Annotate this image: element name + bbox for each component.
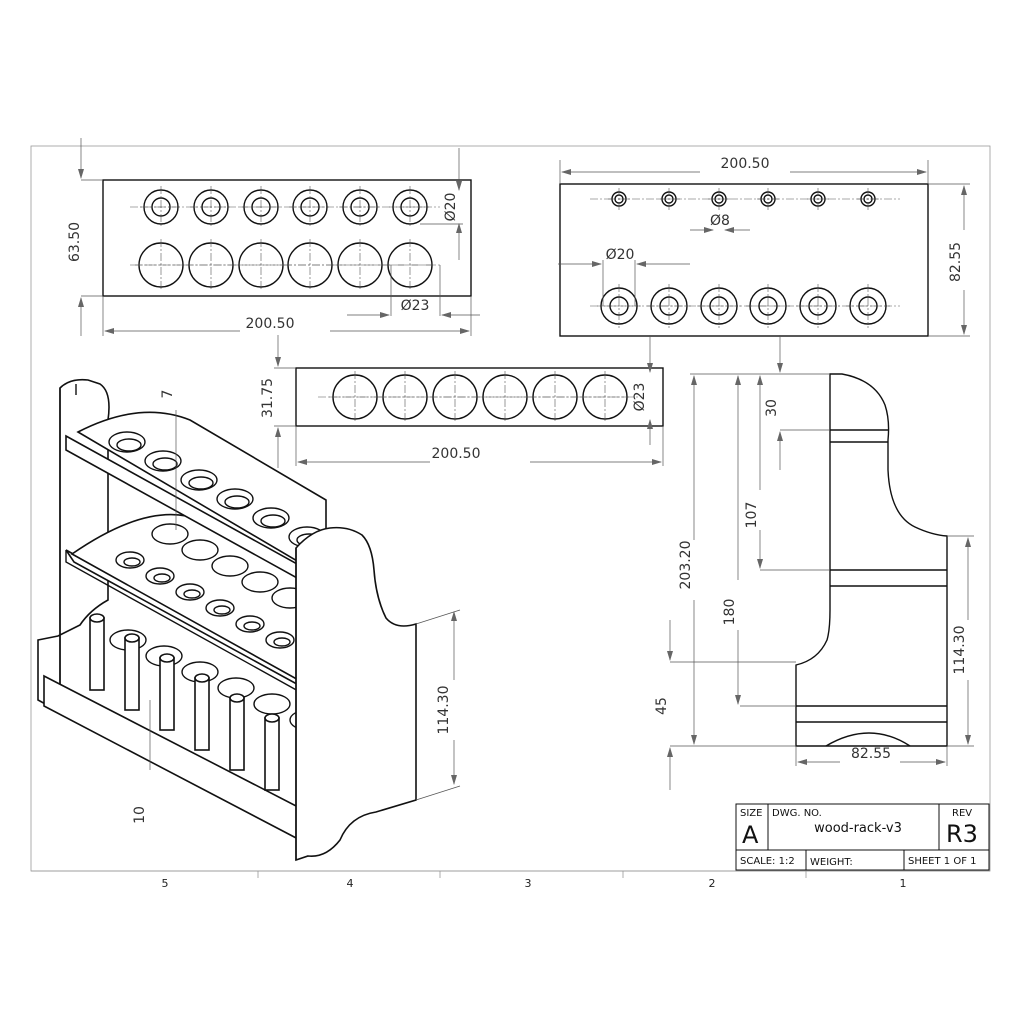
zone-ticks: [257, 871, 807, 878]
dim-45: 45: [654, 697, 670, 715]
dwg-label: DWG. NO.: [772, 808, 822, 819]
iso-mid-hole: [241, 571, 279, 593]
size-value: A: [742, 821, 759, 849]
iso-mid-hole-small: [205, 599, 235, 617]
iso-peg: [194, 677, 210, 751]
base-view: 200.50 82.55 Ø8 Ø20: [558, 156, 970, 337]
dim-base-hole: Ø20: [606, 247, 635, 263]
iso-top-hole: [216, 488, 254, 510]
iso-mid-hole: [181, 539, 219, 561]
iso-mid-hole-small: [115, 551, 145, 569]
iso-top-hole: [252, 507, 290, 529]
iso-top-hole-inner: [260, 514, 286, 528]
iso-top-hole-inner: [224, 495, 250, 509]
dim-top-width: 63.50: [67, 222, 83, 262]
iso-top-hole: [144, 450, 182, 472]
dim-end-height: 114.30: [952, 626, 968, 675]
iso-peg-top: [264, 713, 280, 723]
middle-shelf-view: 31.75 200.50 Ø23: [260, 335, 664, 468]
dim-middle-length: 200.50: [432, 446, 481, 462]
dim-peg-hole: Ø8: [710, 213, 730, 229]
iso-peg-top: [159, 653, 175, 663]
iso-peg: [124, 637, 140, 711]
iso-mid-hole-inner: [213, 605, 231, 615]
iso-peg: [89, 617, 105, 691]
middle-view-holes: [329, 371, 631, 423]
dim-iso-10: 10: [132, 806, 148, 824]
iso-mid-hole: [211, 555, 249, 577]
dim-middle-width: 31.75: [260, 378, 276, 418]
iso-peg: [264, 717, 280, 791]
iso-mid-hole-small: [145, 567, 175, 585]
iso-mid-hole: [151, 523, 189, 545]
top-view-holes: [135, 186, 436, 291]
iso-peg-top: [124, 633, 140, 643]
iso-base-hole: [253, 693, 291, 715]
iso-top-hole: [180, 469, 218, 491]
zone-label-3: 3: [525, 877, 532, 890]
dim-30: 30: [764, 399, 780, 417]
base-view-holes: [597, 188, 890, 328]
iso-peg-top: [229, 693, 245, 703]
iso-mid-hole-small: [235, 615, 265, 633]
iso-peg: [229, 697, 245, 771]
dim-180: 180: [722, 599, 738, 626]
dim-total-height: 203.20: [678, 541, 694, 590]
isometric-view: 114.30 7 10: [37, 378, 461, 862]
iso-mid-hole-small: [175, 583, 205, 601]
iso-pegs: [89, 613, 280, 791]
dim-base-length: 200.50: [721, 156, 770, 172]
dwg-number: wood-rack-v3: [814, 821, 902, 836]
iso-top-hole-inner: [188, 476, 214, 490]
dim-middle-hole: Ø23: [632, 383, 648, 412]
side-profile-view: 203.20 180 107 30 45 114.30 82.55: [654, 335, 974, 790]
zone-label-4: 4: [347, 877, 354, 890]
dim-iso-7: 7: [160, 390, 176, 399]
dim-base-width: 82.55: [948, 242, 964, 282]
iso-top-hole-inner: [116, 438, 142, 452]
zone-label-2: 2: [709, 877, 716, 890]
dim-base-depth: 82.55: [851, 746, 891, 762]
top-shelf-view: 63.50 200.50 Ø20 Ø23: [67, 138, 480, 336]
zone-label-5: 5: [162, 877, 169, 890]
scale-label: SCALE: 1:2: [740, 856, 795, 867]
size-label: SIZE: [740, 808, 762, 819]
title-block: SIZE A DWG. NO. wood-rack-v3 REV R3 SCAL…: [735, 803, 990, 871]
dim-top-large-hole: Ø23: [401, 298, 430, 314]
dim-top-small-hole: Ø20: [443, 193, 459, 222]
iso-peg: [159, 657, 175, 731]
dim-107: 107: [744, 502, 760, 529]
iso-top-hole: [108, 431, 146, 453]
iso-mid-hole-inner: [183, 589, 201, 599]
iso-top-hole-inner: [152, 457, 178, 471]
iso-peg-top: [89, 613, 105, 623]
iso-mid-hole-inner: [243, 621, 261, 631]
rev-value: R3: [946, 820, 978, 848]
iso-mid-hole-small: [265, 631, 295, 649]
iso-mid-hole-inner: [153, 573, 171, 583]
weight-label: WEIGHT:: [810, 857, 853, 868]
zone-label-1: 1: [900, 877, 907, 890]
sheet-label: SHEET 1 OF 1: [908, 856, 977, 867]
iso-mid-hole-inner: [123, 557, 141, 567]
dim-iso-height: 114.30: [436, 686, 452, 735]
rev-label: REV: [952, 808, 972, 819]
dim-top-length: 200.50: [246, 316, 295, 332]
iso-peg-top: [194, 673, 210, 683]
iso-mid-hole-inner: [273, 637, 291, 647]
